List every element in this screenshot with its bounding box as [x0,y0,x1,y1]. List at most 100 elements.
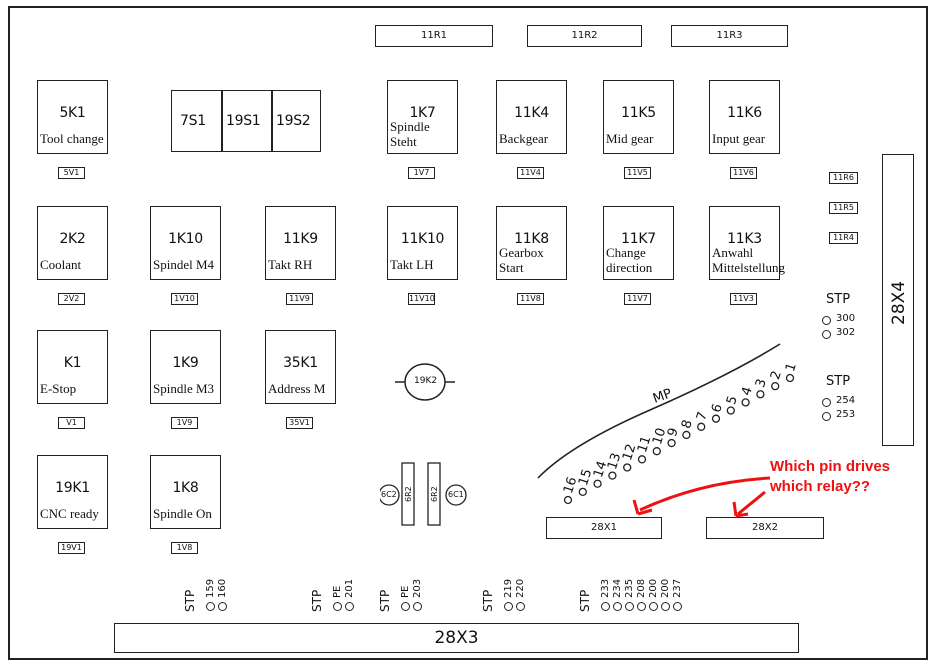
relay-id: 5K1 [59,105,86,121]
connector-28x3-label: 28X3 [434,628,479,648]
stp-pin-label: 234 [612,578,623,598]
connector-28x2-label: 28X2 [752,522,778,533]
relay-diode-tag: 11V4 [517,167,544,179]
mp-pin [608,471,617,480]
capacitor-6c2 [380,484,400,506]
relay-diode-tag: 11V7 [624,293,651,305]
mp-pin [682,430,691,440]
relay-description: Gearbox Start [499,245,544,275]
relay-diode-tag: 11V3 [730,293,757,305]
relay-description: Takt LH [390,257,434,272]
relay-11r1-label: 11R1 [420,30,448,41]
stp-pin-label: PE [400,585,411,598]
stp-pin-label: 208 [636,578,647,598]
relay-description: CNC ready [40,506,99,521]
stp-pin-label: 233 [600,578,611,598]
stp-pin [613,602,622,611]
stp-pin [822,412,831,421]
stp-pin [601,602,610,611]
resistor-6r2-a-label: 6R2 [404,486,413,502]
resistor-6r2-b-label: 6R2 [430,486,439,502]
relay-11r2-label: 11R2 [571,30,598,41]
stp-pin [333,602,342,611]
relay-id: 1K9 [172,355,199,371]
mp-pin [741,398,750,407]
mp-pin [697,422,706,431]
mp-pin [726,406,735,415]
stp-pin [673,602,682,611]
switch-7s1: 7S1 [180,113,206,129]
relay-description: Anwahl Mittelstellung [712,245,785,275]
stp-pin-label: 160 [217,578,228,598]
relay-id: 19K1 [55,480,90,496]
relay-diode-tag: 1V10 [171,293,198,305]
relay-diode-tag: 1V9 [171,417,198,429]
relay-id: 2K2 [59,231,86,247]
relay-description: Address M [268,381,326,396]
connector-28x2: 28X2 [706,517,824,539]
relay-id: 11K5 [621,105,656,121]
annotation-text-line2: which relay?? [770,478,871,495]
resistor-6r2-b [427,462,441,526]
relay-id: 35K1 [283,355,318,371]
arrow-head-icon [732,501,749,518]
stp-pin [822,398,831,407]
relay-diode-tag: 1V8 [171,542,198,554]
relay-id: 1K8 [172,480,199,496]
mp-pin [667,438,676,448]
relay-description: Spindel M4 [153,257,215,272]
relay-diode-tag: 35V1 [286,417,313,429]
relay-diode-tag: 11V5 [624,167,651,179]
relay-description: Change direction [606,245,653,275]
relay-diode-tag: 11V8 [517,293,544,305]
relay-description: Spindle On [153,506,212,521]
stp-pin [401,602,410,611]
mp-pin [578,487,587,497]
stp-pin-label: 201 [344,578,355,598]
arrow-head-icon [632,499,653,516]
relay-diode-tag: 19V1 [58,542,85,554]
stp-pin-253: 253 [836,409,856,420]
connector-28x3: 28X3 [114,623,799,653]
annotation-text-line1: Which pin drives [770,458,891,475]
connector-28x4-label: 28X4 [889,280,909,325]
stp-label: STP [481,589,495,612]
mp-pin [771,381,780,391]
stp-pin [218,602,227,611]
relay-description: Spindle M3 [153,381,215,396]
relay-diode-tag: 5V1 [58,167,85,179]
stp-pin [822,330,831,339]
stp-label: STP [310,589,324,612]
stp-pin-302: 302 [836,327,856,338]
stp-pin [504,602,513,611]
stp-pin [625,602,634,611]
stp-label: STP [578,589,592,612]
capacitor-6c1 [445,484,467,506]
stp-pin-label: 200 [660,578,671,598]
stp-pin [206,602,215,611]
relay-id: 11K6 [727,105,762,121]
stp-pin [649,602,658,611]
stp-pin-label: 200 [648,578,659,598]
mp-pin [637,455,647,464]
relay-id: 1K7 [409,105,436,121]
relay-id: 11K3 [727,231,762,247]
capacitor-6c1-label: 6C1 [448,490,464,499]
relay-diode-tag: 11V6 [730,167,757,179]
relay-diode-tag: V1 [58,417,85,429]
circuit-board-outline [8,6,928,660]
relay-diode-tag: 11V10 [408,293,435,305]
relay-id: K1 [63,355,82,371]
stp-pin [345,602,354,611]
stp-pin-label: 220 [515,578,526,598]
